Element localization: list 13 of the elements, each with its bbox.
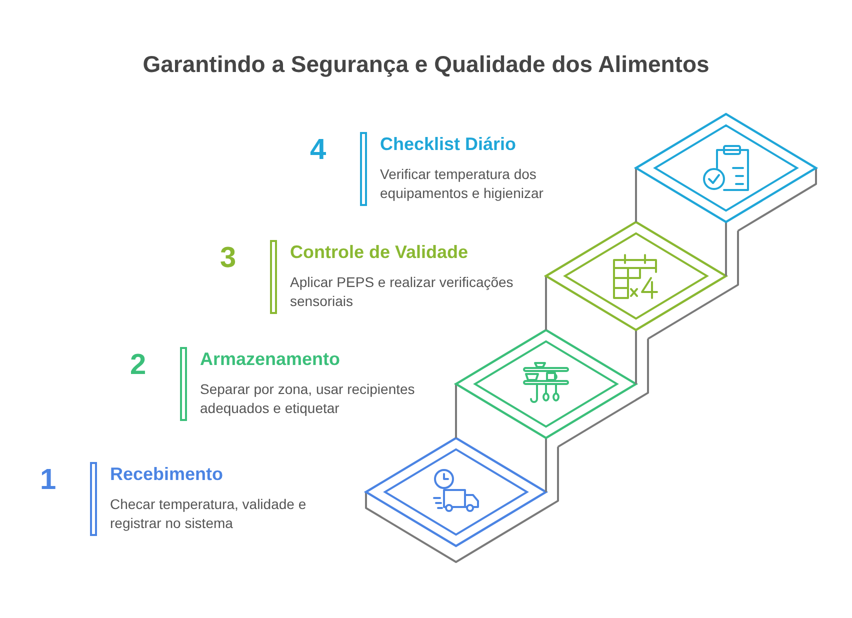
step-description: Separar por zona, usar recipientes adequados e etiquetar (200, 380, 416, 418)
step-number: 3 (220, 242, 236, 274)
step-heading: Controle de Validade (290, 241, 468, 263)
step-number: 4 (310, 134, 326, 166)
step-heading: Checklist Diário (380, 133, 516, 155)
step-description: Verificar temperatura dos equipamentos e higienizar (380, 165, 544, 203)
step-heading: Recebimento (110, 463, 224, 485)
title: Garantindo a Segurança e Qualidade dos Alimentos (142, 50, 710, 78)
step-number: 1 (40, 464, 56, 496)
step-heading: Armazenamento (200, 348, 340, 370)
step-description: Checar temperatura, validade e registrar no sistema (110, 495, 308, 533)
step-number: 2 (130, 349, 146, 381)
step-description: Aplicar PEPS e realizar verificações sensoriais (290, 273, 514, 311)
